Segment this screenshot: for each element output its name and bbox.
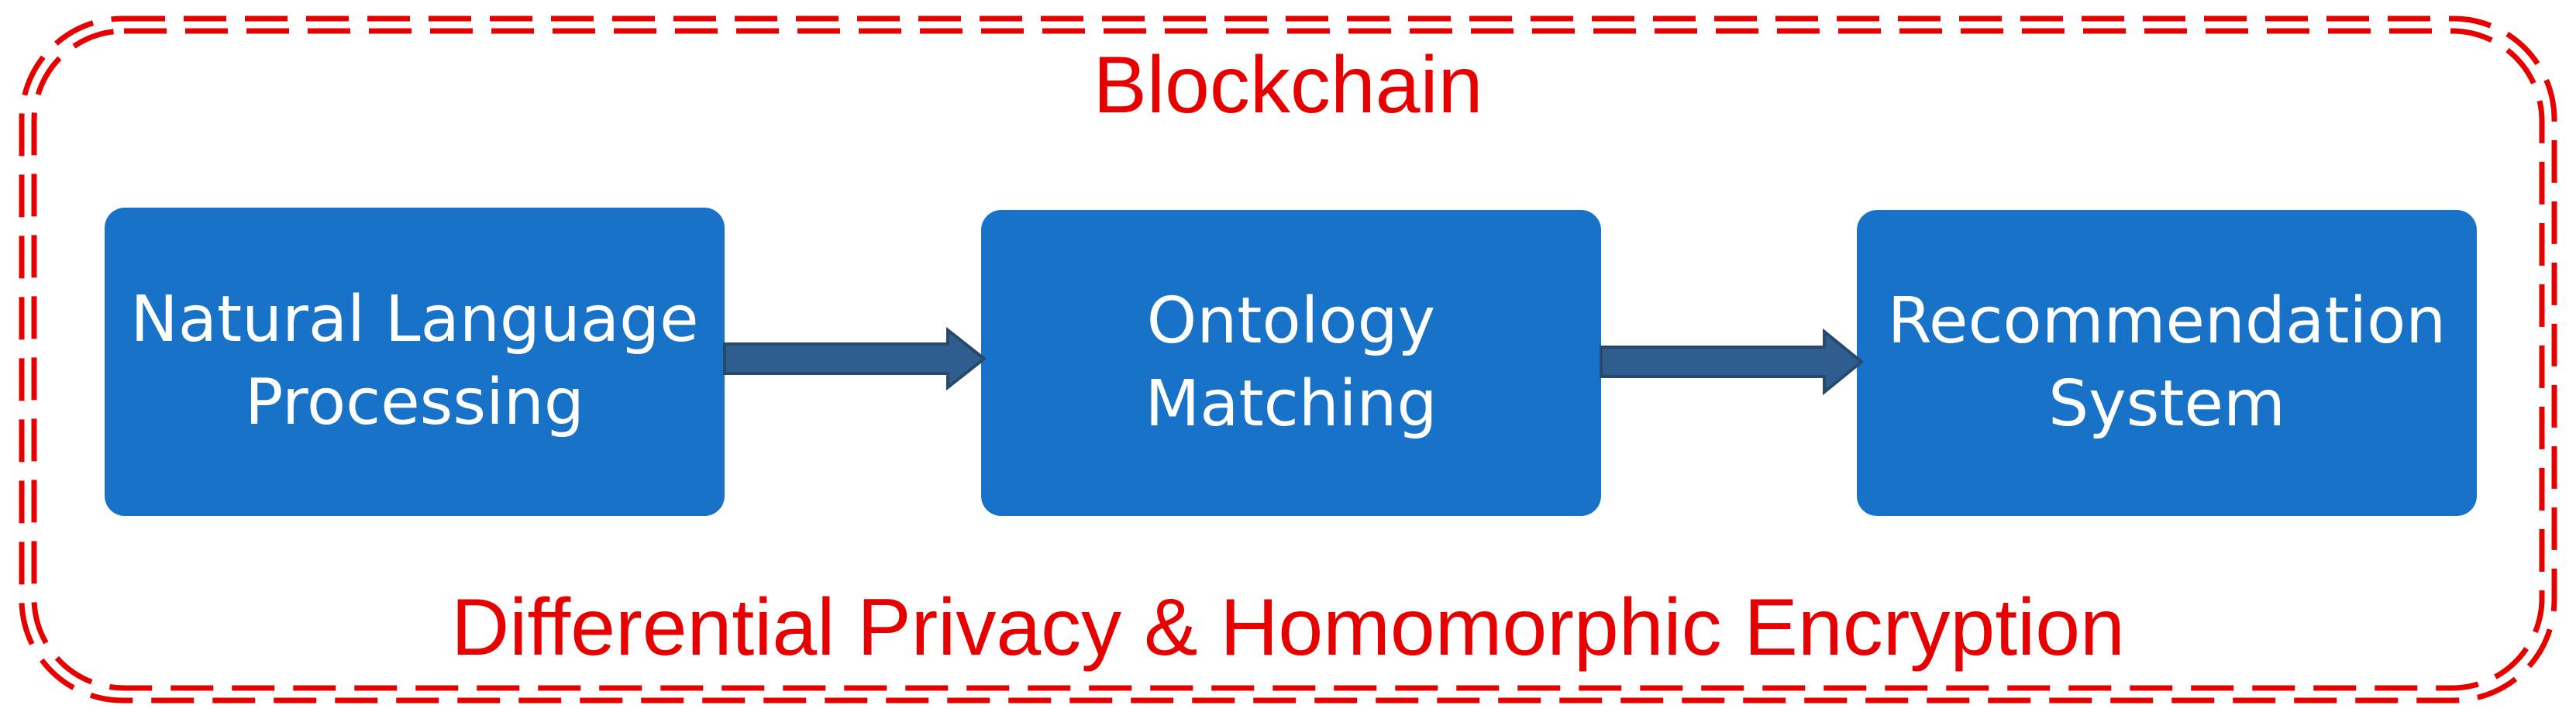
privacy-encryption-label: Differential Privacy & Homomorphic Encry… [451,583,2125,673]
stage-label-line2: Processing [245,366,584,439]
stage-natural-language-processing: Natural Language Processing [105,208,725,516]
arrow-nlp-to-ontology [723,326,987,391]
arrow-ontology-to-recommendation [1600,328,1865,396]
stage-label-line1: Ontology [1146,284,1436,358]
stage-recommendation-system: Recommendation System [1857,210,2477,516]
stage-label-line1: Recommendation [1887,284,2447,358]
stage-ontology-matching: Ontology Matching [981,210,1601,516]
blockchain-label: Blockchain [1093,40,1483,130]
stage-label-line1: Natural Language [130,283,699,357]
stage-label-line2: System [2048,366,2285,441]
stage-label-line2: Matching [1145,366,1438,441]
